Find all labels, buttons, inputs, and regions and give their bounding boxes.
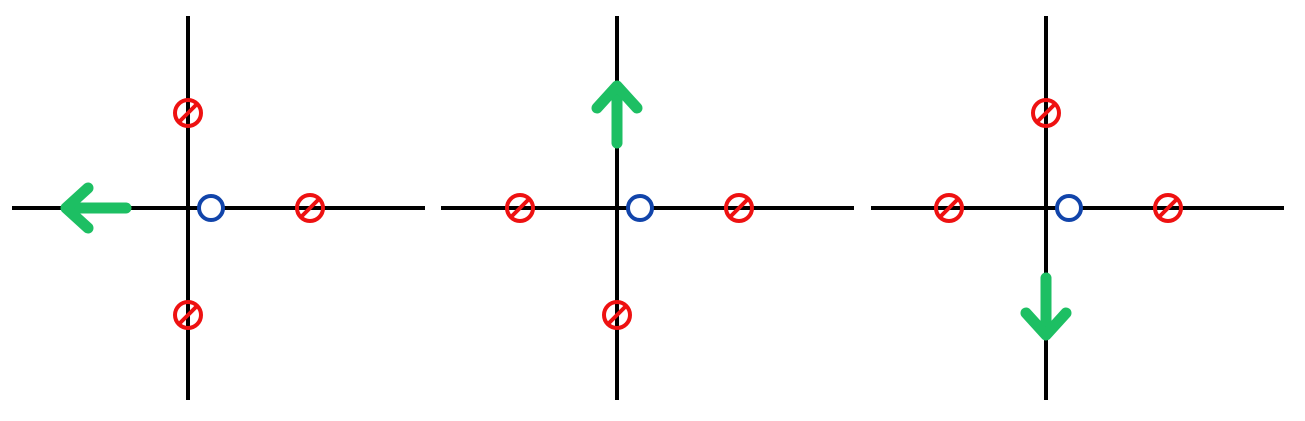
panel-1 xyxy=(12,16,425,400)
panel-2 xyxy=(441,16,854,400)
origin-circle-icon xyxy=(626,194,654,222)
blocked-right-icon xyxy=(295,193,325,223)
blocked-down-icon xyxy=(173,300,203,330)
arrow-down-icon xyxy=(1020,272,1072,341)
blocked-right-icon xyxy=(1153,193,1183,223)
origin-circle-icon xyxy=(1055,194,1083,222)
blocked-right-icon xyxy=(724,193,754,223)
arrow-up-icon xyxy=(591,80,643,149)
panel-3 xyxy=(871,16,1284,400)
blocked-down-icon xyxy=(602,300,632,330)
origin-circle-icon xyxy=(197,194,225,222)
blocked-left-icon xyxy=(934,193,964,223)
arrow-left-icon xyxy=(60,182,132,234)
blocked-up-icon xyxy=(173,98,203,128)
blocked-left-icon xyxy=(505,193,535,223)
blocked-up-icon xyxy=(1031,98,1061,128)
